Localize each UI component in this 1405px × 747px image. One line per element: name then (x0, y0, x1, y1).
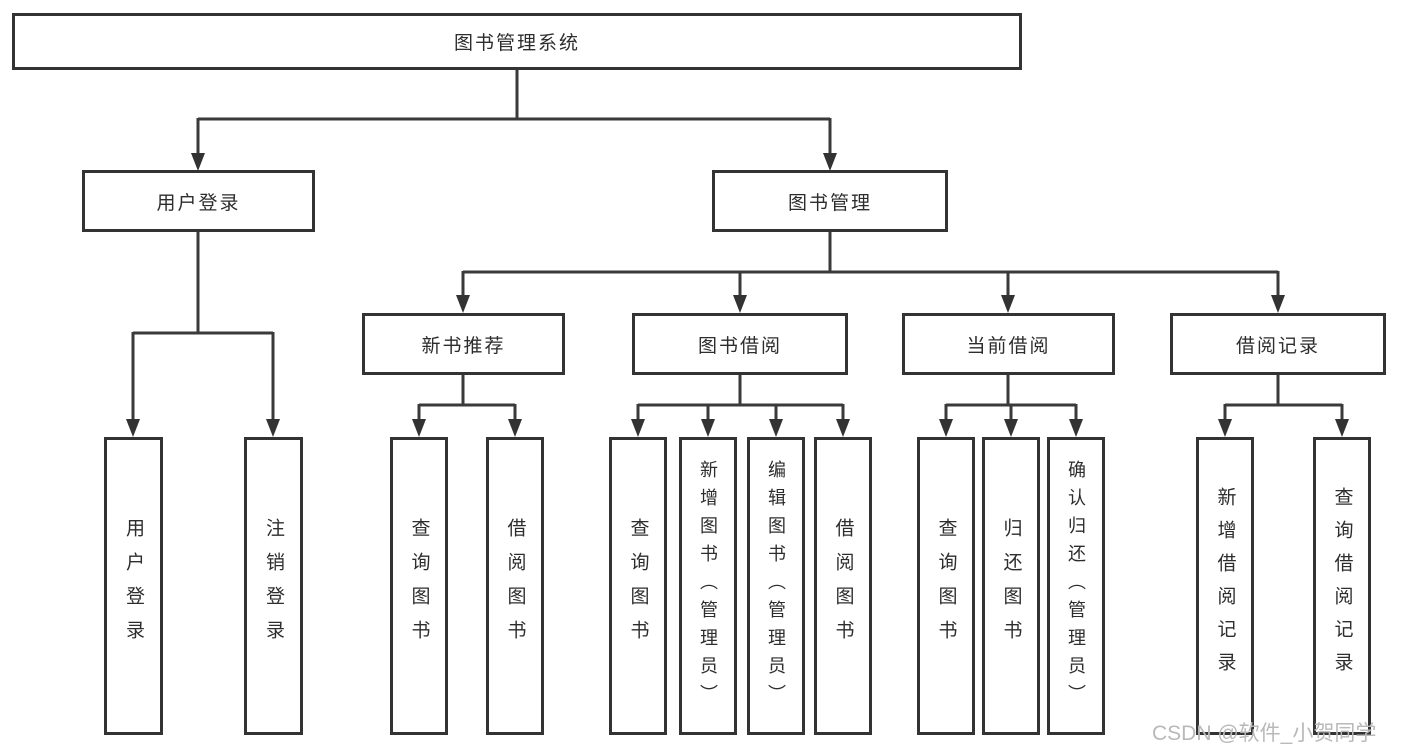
connector-root-to-level2 (191, 70, 837, 171)
leaf-recommend-borrow-books-label: 借阅图书 (504, 518, 526, 654)
leaf-current-query-books-label: 查询图书 (935, 518, 957, 654)
connector-user-login-children (126, 232, 280, 437)
leaf-add-borrow-record-label: 新增借阅记录 (1214, 487, 1236, 685)
connector-current-borrow-children (939, 375, 1083, 437)
connector-borrow-records-children (1218, 375, 1349, 437)
leaf-logout-label: 注销登录 (263, 518, 284, 654)
node-root: 图书管理系统 (12, 13, 1022, 70)
leaf-user-login: 用户登录 (104, 437, 163, 735)
leaf-confirm-return-admin-label: 确认归还（管理员） (1066, 460, 1086, 712)
leaf-recommend-borrow-books: 借阅图书 (486, 437, 544, 735)
connector-book-borrow-children (631, 375, 850, 437)
leaf-edit-book-admin-label: 编辑图书（管理员） (766, 460, 786, 712)
leaf-recommend-query-books-label: 查询图书 (408, 518, 430, 654)
node-new-book-recommend: 新书推荐 (362, 313, 565, 375)
leaf-borrow-query-books-label: 查询图书 (627, 518, 649, 654)
connector-book-management-children (456, 232, 1285, 313)
leaf-add-book-admin: 新增图书（管理员） (679, 437, 737, 735)
csdn-watermark: CSDN @软件_小贺同学 (1152, 722, 1377, 745)
leaf-logout: 注销登录 (244, 437, 303, 735)
leaf-add-borrow-record: 新增借阅记录 (1196, 437, 1254, 735)
leaf-user-login-label: 用户登录 (123, 518, 144, 654)
node-book-management: 图书管理 (712, 170, 948, 232)
leaf-recommend-query-books: 查询图书 (390, 437, 448, 735)
node-user-login: 用户登录 (82, 170, 315, 232)
node-book-borrow: 图书借阅 (632, 313, 848, 375)
leaf-borrow-borrow-books: 借阅图书 (814, 437, 872, 735)
leaf-confirm-return-admin: 确认归还（管理员） (1047, 437, 1105, 735)
leaf-return-books: 归还图书 (982, 437, 1040, 735)
leaf-query-borrow-record-label: 查询借阅记录 (1331, 487, 1353, 685)
leaf-query-borrow-record: 查询借阅记录 (1313, 437, 1371, 735)
node-current-borrow: 当前借阅 (902, 313, 1115, 375)
leaf-edit-book-admin: 编辑图书（管理员） (747, 437, 805, 735)
node-borrow-records: 借阅记录 (1170, 313, 1386, 375)
leaf-return-books-label: 归还图书 (1000, 518, 1022, 654)
leaf-add-book-admin-label: 新增图书（管理员） (698, 460, 718, 712)
leaf-borrow-query-books: 查询图书 (609, 437, 667, 735)
leaf-borrow-borrow-books-label: 借阅图书 (832, 518, 854, 654)
connector-new-book-recommend-children (412, 375, 522, 437)
leaf-current-query-books: 查询图书 (917, 437, 975, 735)
